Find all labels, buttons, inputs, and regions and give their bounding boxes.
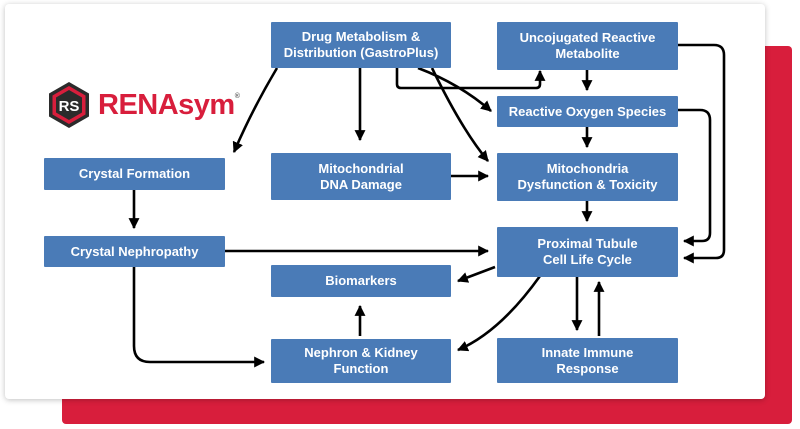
node-immune-label: Innate Immune Response	[541, 344, 634, 376]
node-unconjugated-metabolite: Uncojugated Reactive Metabolite	[497, 22, 678, 70]
node-mitochondria-dysfunction: Mitochondria Dysfunction & Toxicity	[497, 153, 678, 201]
renasym-badge-icon: RS	[49, 82, 89, 128]
node-innate-immune-response: Innate Immune Response	[497, 338, 678, 383]
node-nephron-kidney-function: Nephron & Kidney Function	[271, 339, 451, 383]
node-mitochondrial-dna-damage: Mitochondrial DNA Damage	[271, 153, 451, 200]
arrow-drug-to-ros	[417, 66, 492, 112]
arrow-drug-to-crystal-formation	[232, 67, 279, 154]
node-mito-dna-label: Mitochondrial DNA Damage	[318, 160, 404, 192]
node-unconjugated-label: Uncojugated Reactive Metabolite	[519, 30, 656, 61]
node-crystal-formation-label: Crystal Formation	[78, 166, 191, 181]
arrow-drug-to-mito-dysfunction	[430, 67, 489, 162]
node-proximal-tubule-label: Proximal Tubule Cell Life Cycle	[537, 236, 638, 267]
arrow-drug-to-unconjugated	[395, 68, 546, 90]
node-crystal-nephropathy: Crystal Nephropathy	[44, 236, 225, 267]
node-drug-metabolism-label: Drug Metabolism & Distribution (GastroPl…	[283, 29, 439, 60]
node-biomarkers: Biomarkers	[271, 265, 451, 297]
logo-name-text: RENAsym	[98, 88, 235, 121]
arrow-proximal-to-biomarkers	[456, 265, 496, 283]
arrow-ros-to-proximal	[678, 108, 712, 247]
node-mito-dysfunction-label: Mitochondria Dysfunction & Toxicity	[517, 161, 658, 192]
node-crystal-formation: Crystal Formation	[44, 158, 225, 190]
node-reactive-oxygen-species: Reactive Oxygen Species	[497, 96, 678, 127]
node-crystal-nephropathy-label: Crystal Nephropathy	[70, 243, 199, 259]
renasym-logo: RS RENAsym®	[44, 80, 240, 130]
arrow-nephropathy-to-nephron	[132, 267, 266, 368]
logo-badge-text: RS	[59, 98, 80, 115]
node-ros-label: Reactive Oxygen Species	[508, 103, 667, 119]
node-nephron-label: Nephron & Kidney Function	[304, 345, 418, 376]
arrow-unconjugated-to-proximal	[678, 43, 726, 264]
node-proximal-tubule: Proximal Tubule Cell Life Cycle	[497, 227, 678, 277]
node-drug-metabolism: Drug Metabolism & Distribution (GastroPl…	[271, 22, 451, 68]
logo-name: RENAsym®	[98, 88, 240, 122]
node-biomarkers-label: Biomarkers	[325, 273, 397, 288]
logo-trademark: ®	[234, 92, 240, 100]
arrow-proximal-to-nephron	[456, 275, 542, 352]
